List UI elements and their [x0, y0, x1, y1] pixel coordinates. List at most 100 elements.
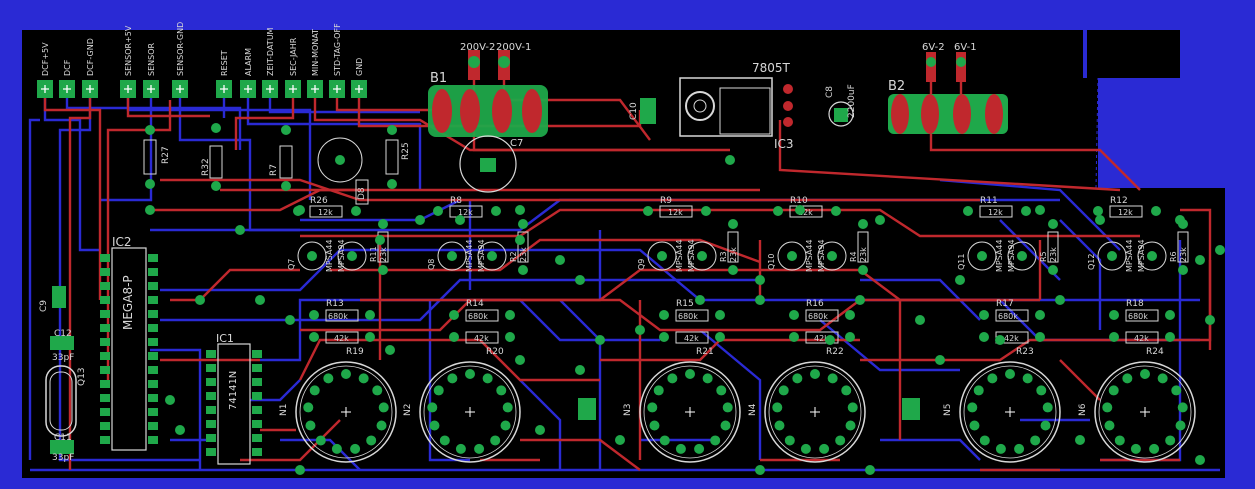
- connector-label-5: SENSOR: [147, 43, 156, 76]
- stage-3-rlow1-value: 680k: [678, 312, 698, 321]
- ic1-pin-left: [206, 392, 216, 400]
- connector-label-2: DCF: [63, 59, 72, 76]
- c7-capacitor: C7: [459, 135, 523, 193]
- stage-4-rlow1-value: 680k: [808, 312, 828, 321]
- stage-3-rlow2-value: 42k: [684, 334, 699, 343]
- stage-3-rtop-label: R9: [660, 196, 672, 206]
- jumper-pad: [578, 398, 596, 420]
- ic2-pin-left: [100, 436, 110, 444]
- stage-2-rlow2-value: 42k: [474, 334, 489, 343]
- crystal-label: Q13: [77, 367, 87, 386]
- via-pad: [755, 275, 765, 285]
- via-pad: [935, 355, 945, 365]
- stage-5-rlow2-value: 42k: [1004, 334, 1019, 343]
- b2-terminal: B2 6V-2 6V-1: [888, 42, 1008, 134]
- regulator-value: 7805T: [752, 61, 791, 75]
- c11-label: C11: [54, 433, 72, 443]
- ic1-pin-right: [252, 448, 262, 456]
- tube-n2: N2: [403, 361, 521, 463]
- via-pad: [145, 205, 155, 215]
- stage-6-q-type1: MPSA44: [1125, 239, 1134, 272]
- stage-2-rv-value: 23k: [519, 247, 528, 262]
- via-pad: [235, 225, 245, 235]
- ic2-pin-right: [148, 380, 158, 388]
- connector-label-9: ZEIT-DATUM: [266, 27, 275, 76]
- b2-label: B2: [888, 79, 905, 94]
- r32-resistor: R32: [201, 123, 223, 191]
- stage-1-q-label: Q7: [287, 259, 296, 270]
- crystal-section: C9 C12 33pF Q13 C11 33pF: [39, 286, 87, 463]
- stage-1-rv-label: R11: [369, 246, 378, 262]
- ic2-pin-right: [148, 436, 158, 444]
- stage-4-rlow2-label: R22: [826, 347, 844, 357]
- ic2-pin-left: [100, 296, 110, 304]
- via-pad: [865, 465, 875, 475]
- tube-n1: N1: [279, 361, 397, 463]
- r27-label: R27: [161, 146, 171, 164]
- c10-capacitor: C10: [629, 98, 656, 124]
- via-pad: [825, 335, 835, 345]
- via-pad: [695, 295, 705, 305]
- ic1-value: 74141N: [228, 371, 239, 410]
- stage-5-q-type2: MPSA94: [1007, 239, 1016, 272]
- ic1-pin-left: [206, 420, 216, 428]
- stage-6-rtop-label: R12: [1110, 196, 1128, 206]
- ic2-pin-left: [100, 324, 110, 332]
- r7-label: R7: [269, 164, 279, 176]
- stage-5-rv-value: 23k: [1049, 247, 1058, 262]
- via-pad: [595, 335, 605, 345]
- via-pad: [1035, 205, 1045, 215]
- stage-1-rlow1-label: R13: [326, 299, 344, 309]
- stage-1-q-type2: MPSA94: [337, 239, 346, 272]
- connector-pin-2: DCF: [59, 59, 75, 98]
- c7-label: C7: [510, 138, 523, 149]
- stage-5-rtop-value: 12k: [988, 208, 1003, 217]
- via-pad: [755, 295, 765, 305]
- connector-label-8: ALARM: [244, 48, 253, 76]
- via-pad: [725, 155, 735, 165]
- via-pad: [415, 215, 425, 225]
- ic1-driver: IC1 74141N: [206, 332, 262, 465]
- r7-resistor: R7: [269, 125, 293, 191]
- ic2-pin-right: [148, 408, 158, 416]
- via-pad: [455, 215, 465, 225]
- ic2-pin-right: [148, 268, 158, 276]
- r32-label: R32: [201, 158, 211, 176]
- stage-4-rlow2-value: 42k: [814, 334, 829, 343]
- tube-2-label: N2: [403, 404, 413, 416]
- via-pad: [1215, 245, 1225, 255]
- via-pad: [375, 235, 385, 245]
- c8-value: 2200uF: [847, 84, 857, 118]
- jumper-pad: [902, 398, 920, 420]
- connector-label-13: GND: [355, 58, 364, 76]
- ic1-pin-left: [206, 448, 216, 456]
- stage-5-rlow1-label: R17: [996, 299, 1014, 309]
- connector-label-1: DCF+5V: [41, 42, 50, 76]
- ic1-pin-right: [252, 364, 262, 372]
- stage-6-rv-value: 23k: [1179, 247, 1188, 262]
- b1-pin-2-label: 200V-1: [496, 42, 531, 53]
- stage-3-q-type1: MPSA44: [675, 239, 684, 272]
- ic2-pin-left: [100, 310, 110, 318]
- stage-4-q-label: Q10: [767, 254, 776, 270]
- stage-3-q-label: Q9: [637, 259, 646, 270]
- left-resistors: R27 R32 R7 R25 D8: [143, 123, 411, 205]
- ic1-pin-right: [252, 406, 262, 414]
- ic1-name: IC1: [216, 332, 234, 345]
- tube-5-label: N5: [943, 404, 953, 416]
- via-pad: [165, 395, 175, 405]
- ic1-pin-left: [206, 350, 216, 358]
- stage-5-rtop-label: R11: [980, 196, 998, 206]
- connector-pin-8: ALARM: [240, 48, 256, 98]
- b2-pin-2-label: 6V-1: [954, 42, 977, 53]
- stage-2-q-label: Q8: [427, 259, 436, 270]
- stage-2-rlow1-label: R14: [466, 299, 484, 309]
- c8-capacitor: C8 2200uF: [825, 84, 857, 127]
- connector-label-12: STD-TAG-OFF: [333, 23, 342, 76]
- stage-1-rlow2-label: R19: [346, 347, 364, 357]
- via-pad: [1095, 215, 1105, 225]
